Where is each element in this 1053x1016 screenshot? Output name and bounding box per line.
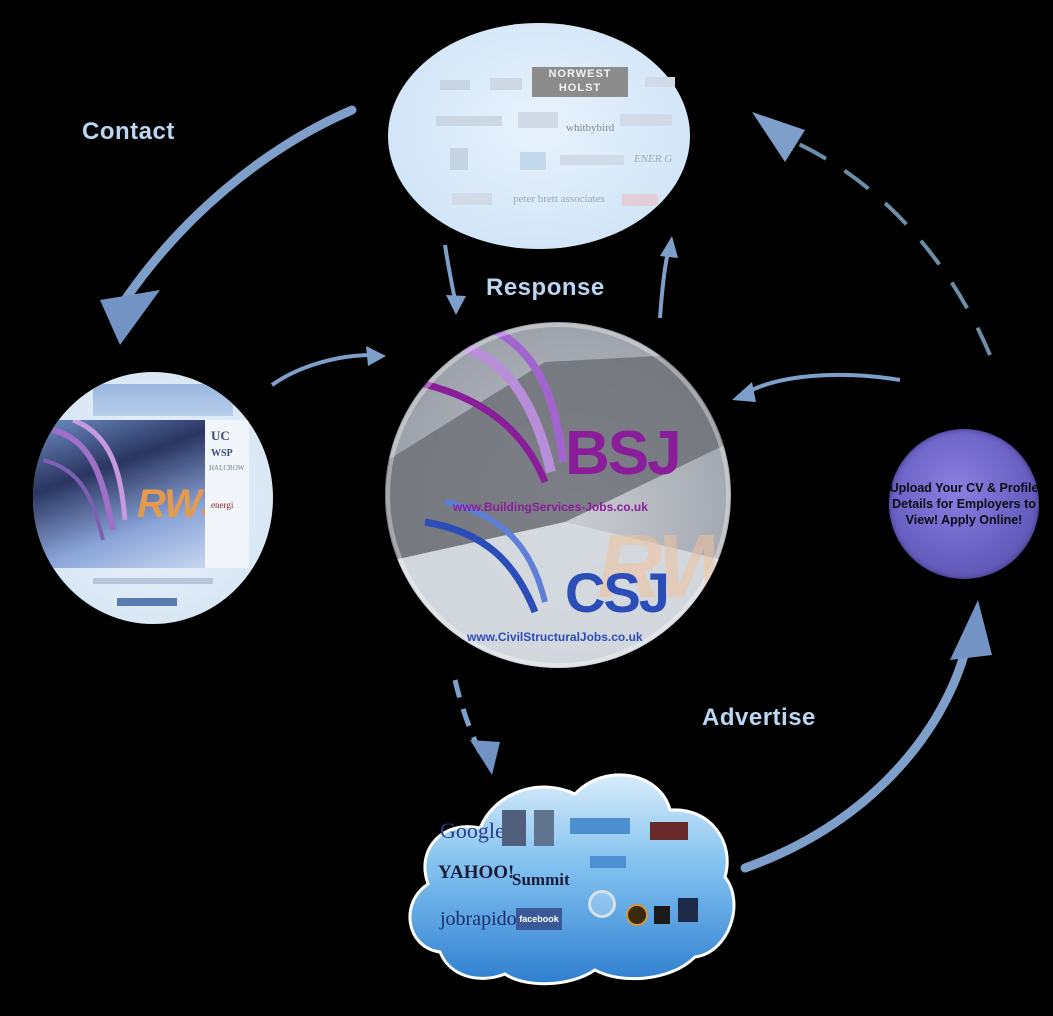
employer-logo-norwest-holst: NORWEST HOLST <box>532 67 628 97</box>
sidebar-logo-energi: energi <box>211 500 234 510</box>
rws-site-hero: RWS <box>33 417 228 568</box>
employer-logo-faint <box>436 116 502 126</box>
center-to-employers-arrow <box>658 251 670 319</box>
cv-to-employers-dashed-arrow <box>789 138 992 356</box>
contact-label: Contact <box>82 118 175 145</box>
csj-url: www.CivilStructuralJobs.co.uk <box>467 630 643 644</box>
advertise-arrow <box>740 635 973 873</box>
contact-arrow <box>120 105 357 305</box>
central-circle: BSJ www.BuildingServices-Jobs.co.uk RWS … <box>385 322 731 668</box>
cv-to-employers-arrowhead <box>752 112 805 162</box>
cloud-tile <box>534 810 554 846</box>
rws-site-ellipse: RWS UC WSP HALCROW energi <box>33 372 273 624</box>
employer-logo-whitbybird: whitbybird <box>566 122 615 134</box>
contact-arrowhead <box>100 290 160 345</box>
cloud-tile <box>502 810 526 846</box>
employer-logo-faint <box>450 148 468 170</box>
cloud-logo-google: Google <box>440 818 505 843</box>
center-to-employers-arrowhead <box>660 236 678 258</box>
cloud-tile <box>654 906 670 924</box>
rws-site-sidebar: UC WSP HALCROW energi <box>205 420 249 568</box>
cv-to-center-arrowhead <box>732 382 756 402</box>
employer-logo-faint <box>560 155 624 165</box>
rws-site-footer <box>93 578 213 584</box>
cv-upload-text: Upload Your CV & Profile Details for Emp… <box>889 481 1039 527</box>
cloud-logo-yahoo: YAHOO! <box>438 862 515 883</box>
rws-watermark: RWS <box>597 517 731 617</box>
employers-ellipse <box>388 23 690 249</box>
employer-logo-faint <box>518 112 558 128</box>
cloud-tile <box>678 898 698 922</box>
rws-site-swoosh <box>42 417 128 541</box>
response-label: Response <box>486 274 605 301</box>
employer-logo-faint <box>620 114 672 126</box>
cv-upload-circle: Upload Your CV & Profile Details for Emp… <box>889 429 1039 579</box>
employer-logo-faint <box>440 80 470 90</box>
bsj-logo: BSJ <box>565 419 682 488</box>
cloud-tile <box>650 822 688 840</box>
employer-logo-faint <box>520 152 546 170</box>
bsj-url: www.BuildingServices-Jobs.co.uk <box>453 500 648 514</box>
sidebar-logo-halcrow: HALCROW <box>209 464 245 472</box>
employers-to-center-arrowhead <box>446 295 466 315</box>
sidebar-logo-wsp: WSP <box>211 448 233 459</box>
cloud-logo-summit: Summit <box>512 870 570 889</box>
csj-logo: CSJ <box>565 561 670 624</box>
cloud-logo-jobrapido: jobrapido <box>440 908 517 930</box>
advertise-arrowhead <box>950 600 992 660</box>
rss-icon <box>626 904 648 926</box>
employer-logo-faint <box>622 194 658 206</box>
cloud-tile <box>570 818 630 834</box>
site-to-center-arrow <box>270 353 373 387</box>
employer-logo-peter-brett: peter brett associates <box>513 193 605 205</box>
employer-logo-faint <box>452 193 492 205</box>
rws-site-footer-logos <box>117 598 177 606</box>
cv-upload-box[interactable]: Upload Your CV & Profile Details for Emp… <box>879 420 1049 588</box>
employers-to-center-arrow <box>443 244 457 301</box>
magnifier-icon <box>588 890 616 918</box>
employer-logo-energ: ENER G <box>634 153 673 165</box>
center-to-cloud-arrowhead <box>470 740 500 775</box>
employer-logo-faint <box>490 78 522 90</box>
employer-logo-faint <box>645 77 675 87</box>
cloud-tile <box>590 856 626 868</box>
rws-site-header <box>93 384 233 416</box>
site-to-center-arrowhead <box>366 346 386 366</box>
central-artwork <box>385 322 731 668</box>
cv-to-center-arrow <box>747 372 901 394</box>
advertise-label: Advertise <box>702 704 816 731</box>
cloud-logo-facebook-box: facebook <box>516 908 562 930</box>
sidebar-logo-uc: UC <box>211 428 230 443</box>
